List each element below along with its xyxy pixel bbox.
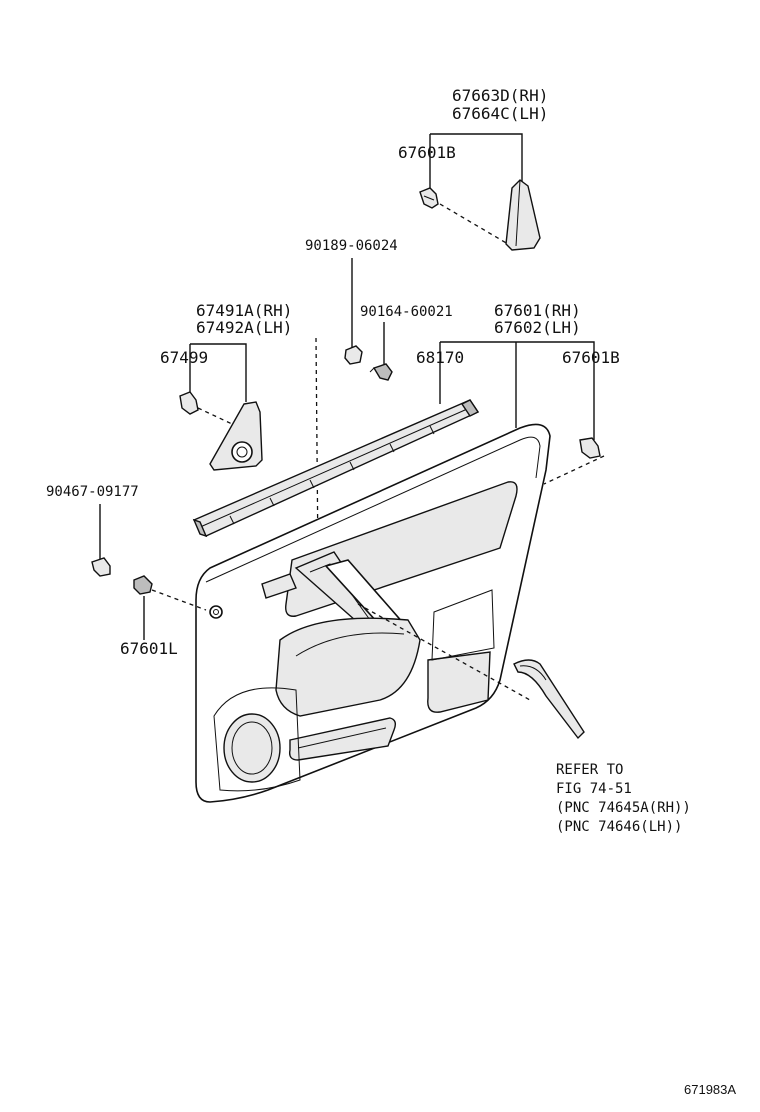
label-90467: 90467-09177 <box>46 484 139 500</box>
clip-67601L <box>133 575 153 595</box>
refer-part-74645A <box>513 659 585 740</box>
label-67601: 67601(RH) <box>494 301 581 320</box>
clip-67601B-right <box>579 437 601 459</box>
refer-line-1: REFER TO <box>556 762 623 778</box>
leader-67663D <box>430 133 523 182</box>
screw-90164 <box>369 363 393 381</box>
dash-67601L <box>151 589 207 611</box>
leader-67491A <box>190 343 247 402</box>
dash-refer <box>357 603 531 701</box>
figure-id: 671983A <box>684 1082 736 1097</box>
label-67499: 67499 <box>160 348 208 367</box>
refer-line-4: (PNC 74646(LH)) <box>556 819 682 835</box>
dash-67499 <box>197 407 233 425</box>
refer-line-3: (PNC 74645A(RH)) <box>556 800 691 816</box>
label-67601B-top: 67601B <box>398 143 456 162</box>
tweeter-cover-67491A <box>209 401 263 471</box>
weatherstrip-68170 <box>192 399 480 538</box>
label-90189: 90189-06024 <box>305 238 398 254</box>
clip-90467 <box>91 557 111 577</box>
dash-67601B-right <box>543 455 605 485</box>
label-67663D: 67663D(RH) <box>452 86 548 105</box>
label-67602: 67602(LH) <box>494 318 581 337</box>
door-trim-panel-67601 <box>195 423 551 803</box>
label-67601B-right: 67601B <box>562 348 620 367</box>
clip-90189 <box>344 345 363 365</box>
leader-67601-bracket <box>440 341 595 440</box>
label-67491A: 67491A(RH) <box>196 301 292 320</box>
refer-line-2: FIG 74-51 <box>556 781 632 797</box>
label-67664C: 67664C(LH) <box>452 104 548 123</box>
mirror-garnish-67663D <box>505 179 541 251</box>
label-67492A: 67492A(LH) <box>196 318 292 337</box>
clip-67499 <box>179 391 199 415</box>
label-67601L: 67601L <box>120 639 178 658</box>
clip-67601B-top <box>419 187 439 209</box>
dash-67601B-top <box>439 203 509 245</box>
label-90164: 90164-60021 <box>360 304 453 320</box>
